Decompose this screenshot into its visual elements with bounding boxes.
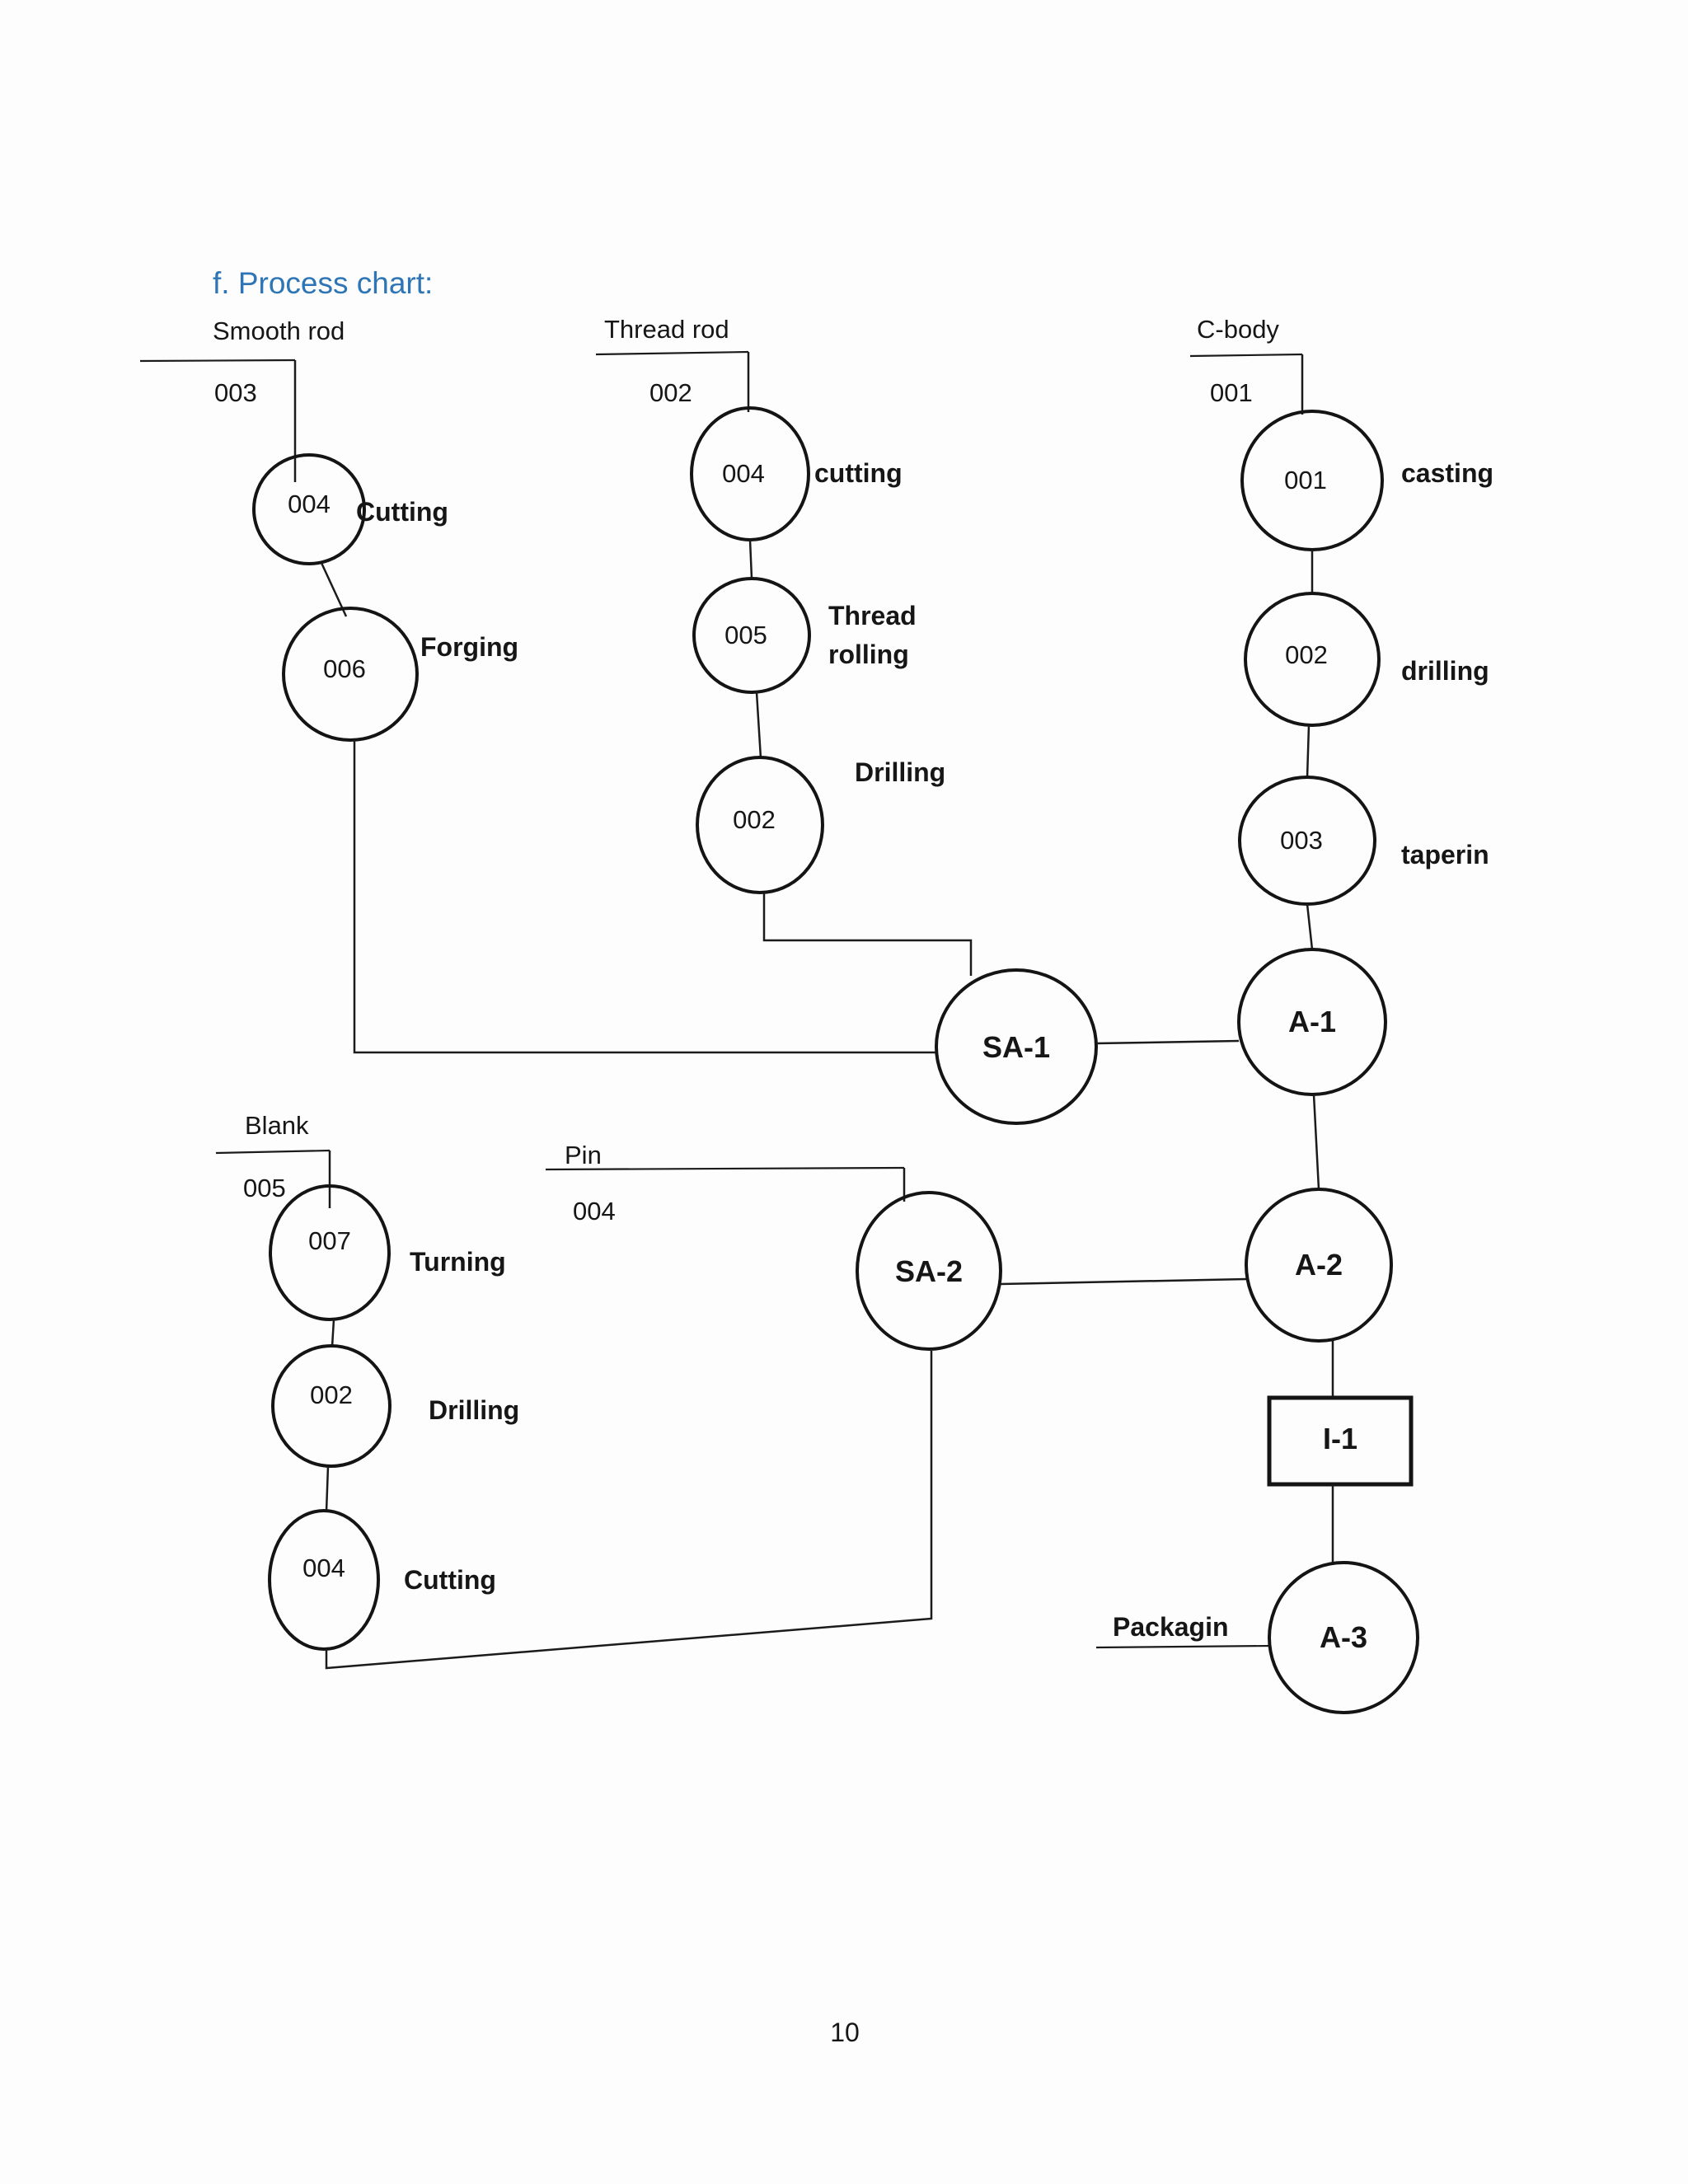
op-number: 003	[1280, 826, 1323, 855]
op-label: Drilling	[429, 1395, 519, 1425]
connector-line	[1306, 903, 1314, 950]
op-circle-smooth-cutting	[252, 453, 366, 565]
op-number: 005	[724, 621, 767, 649]
material-ref-thread-rod: 002	[649, 378, 692, 407]
op-number: 004	[288, 490, 331, 518]
op-number: 007	[308, 1226, 351, 1255]
subassembly-circle-sa1	[935, 968, 1098, 1125]
op-label: drilling	[1401, 656, 1489, 686]
op-circle-smooth-forging	[282, 607, 419, 742]
material-label-blank: Blank	[245, 1111, 309, 1140]
op-label: Drilling	[855, 757, 945, 787]
op-label: casting	[1401, 458, 1493, 488]
material-label-pin: Pin	[565, 1141, 602, 1169]
packaging-line	[1095, 1644, 1272, 1649]
connector-line	[325, 1465, 330, 1512]
op-number: 004	[302, 1554, 345, 1582]
op-number: 006	[323, 654, 366, 683]
assembly-row-2: SA-2 A-2	[856, 1188, 1393, 1398]
connector-a1-a2	[1312, 1094, 1320, 1190]
inspection-node: I-1	[1267, 1395, 1414, 1563]
assembly-label-a3: A-3	[1320, 1620, 1367, 1654]
assembly-row-3: Packagin A-3	[1095, 1561, 1419, 1714]
connector-sa2-a2	[1000, 1277, 1247, 1286]
op-circle-cbody-drilling	[1244, 592, 1381, 727]
op-label: taperin	[1401, 840, 1489, 869]
assembly-circle-a1	[1237, 948, 1387, 1096]
connector-line	[1306, 724, 1311, 779]
op-circle-thread-drilling	[696, 756, 824, 894]
branch-blank: Blank 005 007 Turning 002 Drilling 004 C…	[215, 1111, 933, 1670]
connector-sa1-a1	[1095, 1039, 1240, 1045]
op-circle-blank-cutting	[268, 1509, 380, 1651]
inspection-box-i1	[1267, 1395, 1414, 1487]
packaging-label: Packagin	[1113, 1612, 1229, 1642]
page-number: 10	[830, 2018, 860, 2047]
material-underline	[545, 1166, 905, 1171]
connector-line	[331, 1319, 335, 1347]
assembly-label-a2: A-2	[1295, 1248, 1343, 1282]
op-circle-blank-drilling	[271, 1344, 392, 1468]
op-number: 002	[1285, 640, 1328, 669]
connector-line	[748, 539, 753, 579]
assembly-circle-a3	[1268, 1561, 1419, 1714]
material-underline	[595, 350, 749, 356]
material-underline	[139, 359, 296, 363]
assembly-label-a1: A-1	[1288, 1005, 1336, 1038]
material-ref-smooth-rod: 003	[214, 378, 257, 407]
op-circle-thread-rolling	[692, 577, 811, 694]
subassembly-label-sa2: SA-2	[895, 1254, 963, 1288]
op-number: 001	[1284, 466, 1327, 494]
op-number: 002	[733, 805, 776, 834]
material-ref-pin: 004	[573, 1197, 616, 1226]
feed-line-to-sa2	[325, 1351, 933, 1670]
assembly-circle-a2	[1245, 1188, 1393, 1343]
inspection-label-i1: I-1	[1323, 1422, 1357, 1455]
connector-line	[755, 691, 762, 759]
feed-line-to-sa1-top	[762, 893, 973, 976]
material-label-smooth-rod: Smooth rod	[213, 316, 345, 345]
section-title: f. Process chart:	[213, 266, 433, 300]
material-ref-blank: 005	[243, 1174, 286, 1202]
op-circle-blank-turning	[269, 1184, 391, 1321]
material-ref-c-body: 001	[1210, 378, 1253, 407]
branch-c-body: C-body 001 001 casting 002 drilling 003 …	[1189, 315, 1493, 950]
subassembly-circle-sa2	[856, 1191, 1002, 1351]
op-label: Cutting	[356, 497, 448, 527]
assembly-row-1: SA-1 A-1	[935, 948, 1387, 1190]
material-label-c-body: C-body	[1197, 315, 1279, 344]
material-underline	[215, 1149, 331, 1155]
branch-smooth-rod: Smooth rod 003 004 Cutting 006 Forging	[139, 316, 937, 1054]
branch-pin: Pin 004	[545, 1141, 906, 1226]
op-number: 004	[722, 459, 765, 488]
material-label-thread-rod: Thread rod	[604, 315, 729, 344]
material-underline	[1189, 353, 1303, 358]
op-label: Forging	[420, 632, 518, 662]
op-label: Cutting	[404, 1565, 496, 1595]
op-number: 002	[310, 1380, 353, 1409]
op-label: cutting	[814, 458, 903, 488]
subassembly-label-sa1: SA-1	[982, 1030, 1050, 1064]
feed-line-to-sa1	[353, 740, 937, 1054]
op-label: Turning	[410, 1247, 506, 1277]
